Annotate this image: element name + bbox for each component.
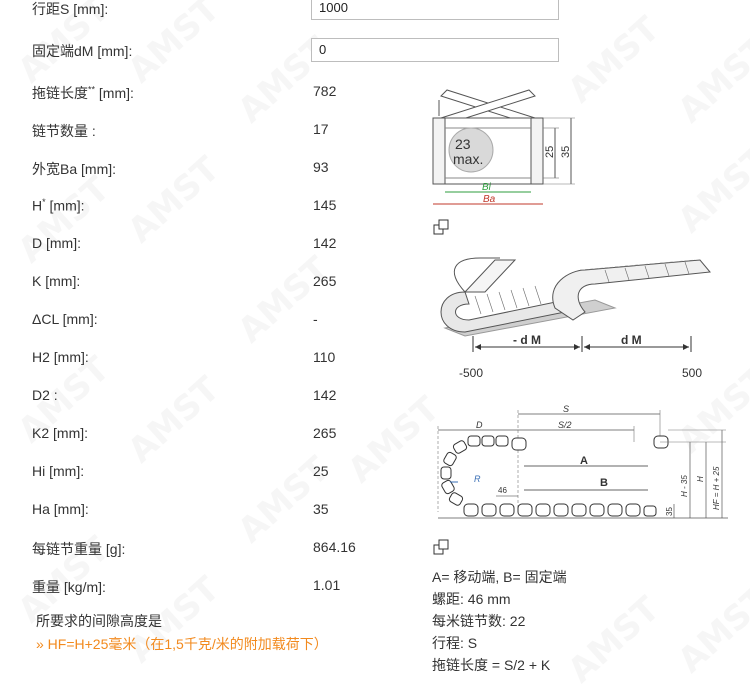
fixed-end-input[interactable]: 0	[311, 38, 559, 62]
dim-pitch: 46	[498, 486, 507, 495]
chain-position-diagram: - d M d M -500 500	[440, 257, 711, 380]
max-number: 23	[455, 136, 471, 152]
row-label: ΔCL [mm]:	[32, 311, 98, 327]
row-label: Ha [mm]:	[32, 501, 89, 517]
row-value: 142	[313, 387, 337, 403]
row-value: 864.16	[313, 539, 356, 555]
row-value: 35	[313, 501, 329, 517]
dim-r: R	[474, 474, 481, 484]
row-label: Hi [mm]:	[32, 463, 85, 479]
row-label: 每链节重量 [g]:	[32, 541, 126, 557]
row-value: 93	[313, 159, 329, 175]
label-a: A	[580, 455, 588, 467]
stroke-input[interactable]: 1000	[311, 0, 559, 20]
dm-label: d M	[621, 333, 642, 347]
dim-bi: Bi	[482, 182, 492, 193]
info-line: 螺距: 46 mm	[432, 591, 511, 607]
row-label: 拖链长度** [mm]:	[32, 84, 134, 101]
watermark: AMST	[230, 249, 338, 351]
max-text: max.	[453, 151, 483, 167]
dim-hf: HF = H + 25	[712, 466, 721, 510]
watermark: AMST	[670, 139, 750, 241]
info-line: 拖链长度 = S/2 + K	[432, 657, 551, 673]
watermark: AMST	[120, 0, 228, 91]
requirement-title: 所要求的间隙高度是	[36, 613, 162, 629]
min-value: -500	[459, 366, 483, 380]
row-label: H2 [mm]:	[32, 349, 89, 365]
minus-dm-label: - d M	[513, 333, 541, 347]
label-b: B	[600, 477, 608, 489]
row-label: 外宽Ba [mm]:	[32, 161, 117, 177]
dim-d: D	[476, 420, 483, 430]
dim-h35: H - 35	[680, 475, 689, 497]
info-line: A= 移动端, B= 固定端	[432, 569, 567, 585]
info-line: 行程: S	[432, 635, 478, 651]
watermark: AMST	[560, 589, 668, 691]
row-value: 142	[313, 235, 337, 251]
row-value: 265	[313, 425, 337, 441]
row-label: D2 :	[32, 387, 58, 403]
dim-ba: Ba	[483, 194, 496, 205]
row-value: -	[313, 311, 318, 327]
cross-section-diagram: 23 max. 25 35 Bi Ba	[432, 89, 575, 205]
info-line: 每米链节数: 22	[432, 613, 526, 629]
dim-ha: 35	[560, 146, 572, 158]
row-label: H* [mm]:	[32, 197, 85, 214]
row-value: 145	[313, 197, 337, 213]
watermark: AMST	[670, 579, 750, 681]
row-value: 1.01	[313, 577, 341, 593]
watermark: AMST	[10, 169, 118, 271]
zoom-icon[interactable]	[433, 219, 449, 235]
max-value: 500	[682, 366, 702, 380]
fixed-end-label: 固定端dM [mm]:	[32, 43, 133, 59]
installation-diagram: S D S/2 R A B 46 H - 35 H	[437, 404, 728, 519]
row-value: 110	[313, 349, 336, 365]
row-label: K [mm]:	[32, 273, 81, 289]
row-value: 782	[313, 83, 337, 99]
dim-h: H	[696, 476, 705, 482]
row-value: 265	[313, 273, 337, 289]
requirement-text: » HF=H+25毫米（在1,5千克/米的附加载荷下）	[36, 636, 328, 652]
stroke-label: 行距S [mm]:	[32, 1, 109, 17]
row-value: 17	[313, 121, 329, 137]
watermark: AMST	[670, 29, 750, 131]
dim-hi: 25	[544, 146, 556, 158]
zoom-icon[interactable]	[433, 539, 449, 555]
watermark: AMST	[120, 149, 228, 251]
watermark: AMST	[120, 369, 228, 471]
row-label: K2 [mm]:	[32, 425, 89, 441]
dim-35: 35	[665, 507, 674, 516]
row-value: 25	[313, 463, 329, 479]
dim-s: S	[563, 404, 569, 414]
row-label: D [mm]:	[32, 235, 81, 251]
row-label: 重量 [kg/m]:	[32, 579, 106, 595]
row-label: 链节数量 :	[32, 123, 96, 139]
dim-s2: S/2	[558, 420, 572, 430]
